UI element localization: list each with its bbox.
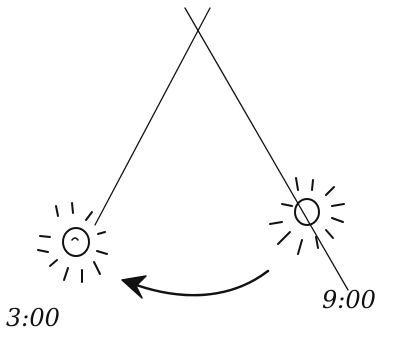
left-sun-icon — [38, 203, 107, 282]
left-time-label: 3:00 — [6, 304, 60, 332]
sight-lines — [95, 8, 348, 290]
left-sight-line — [95, 8, 210, 225]
right-sight-line — [185, 8, 348, 290]
right-sun-icon — [270, 178, 344, 254]
right-time-label: 9:00 — [322, 286, 376, 314]
curved-arrow-icon — [122, 271, 268, 298]
